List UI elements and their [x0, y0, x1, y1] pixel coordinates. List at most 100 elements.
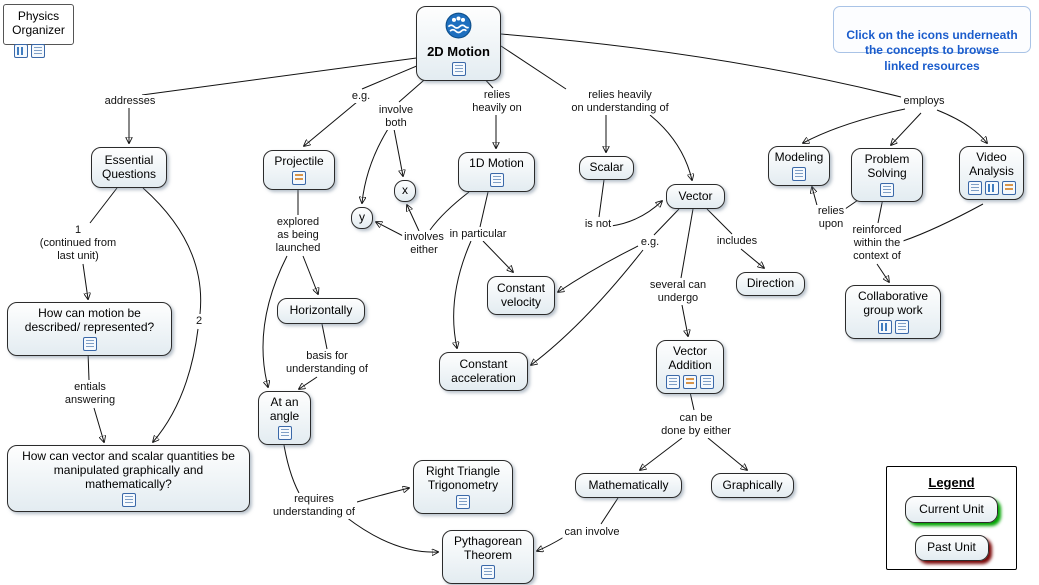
legend-current-unit: Current Unit [905, 496, 998, 523]
edge-2dmotion-reliesunderstanding-scalar-vector [500, 45, 692, 180]
node-horizontally[interactable]: Horizontally [277, 298, 365, 324]
node-label: How can motion be described/ represented… [24, 306, 155, 334]
instruction-banner: Click on the icons underneath the concep… [833, 6, 1031, 73]
link-label-eg-1: e.g. [349, 90, 373, 103]
doc-resource-icon[interactable] [82, 336, 97, 351]
node-at-an-angle[interactable]: At an angle [258, 391, 311, 445]
edge-1dmotion-inparticular-constants [454, 191, 513, 348]
node-modeling[interactable]: Modeling [768, 146, 830, 186]
media-resource-icon[interactable] [683, 374, 697, 389]
resource-icons [456, 494, 470, 509]
node-label: Problem Solving [864, 152, 910, 180]
node-label: Right Triangle Trigonometry [425, 464, 501, 492]
link-label-relies-understanding: relies heavily on understanding of [569, 89, 671, 115]
chart-resource-icon[interactable] [984, 180, 999, 195]
node-label: Constant acceleration [451, 356, 516, 385]
doc-resource-icon[interactable] [456, 494, 470, 509]
link-label-explored-as-being-launched: explored as being launched [273, 216, 323, 255]
node-label: Mathematically [588, 477, 669, 492]
doc-resource-icon[interactable] [31, 44, 45, 58]
edge-vectoraddition-canbedone-math-graph [640, 391, 747, 470]
link-label-relies-heavily-on: relies heavily on [470, 89, 524, 115]
node-label: y [359, 210, 365, 225]
link-label-can-be-done-by-either: can be done by either [659, 412, 733, 438]
chart-resource-icon[interactable] [877, 319, 892, 334]
doc-resource-icon[interactable] [121, 493, 136, 508]
node-video-analysis[interactable]: Video Analysis [959, 146, 1024, 200]
doc-resource-icon[interactable] [451, 61, 466, 76]
node-label: Direction [746, 276, 795, 291]
doc-resource-icon[interactable] [666, 374, 680, 389]
node-how-can-motion-be-described[interactable]: How can motion be described/ represented… [7, 302, 172, 356]
edge-vector-eg-constants [531, 208, 680, 365]
node-vector[interactable]: Vector [666, 184, 725, 209]
resource-icons [880, 182, 894, 197]
node-right-triangle-trigonometry[interactable]: Right Triangle Trigonometry [413, 460, 513, 514]
edge-mathematically-caninvolve-pythagorean [537, 497, 619, 551]
link-label-is-not: is not [582, 218, 614, 231]
link-label-requires-understanding: requires understanding of [271, 493, 357, 519]
node-essential-questions[interactable]: Essential Questions [91, 147, 167, 188]
node-2d-motion[interactable]: 2D Motion [416, 6, 501, 81]
node-1d-motion[interactable]: 1D Motion [458, 152, 535, 192]
chart-resource-icon[interactable] [14, 44, 28, 58]
node-constant-acceleration[interactable]: Constant acceleration [439, 352, 528, 391]
doc-resource-icon[interactable] [792, 166, 806, 181]
link-label-entials-answering: entials answering [62, 381, 118, 407]
node-collaborative-group-work[interactable]: Collaborative group work [845, 285, 941, 339]
node-label: Scalar [589, 160, 624, 175]
edge-2dmotion-eg-projectile [304, 59, 432, 146]
doc-resource-icon[interactable] [880, 182, 894, 197]
doc-resource-icon[interactable] [700, 374, 714, 389]
node-projectile[interactable]: Projectile [263, 150, 335, 190]
node-label: Constant velocity [496, 280, 546, 309]
node-label: Vector Addition [668, 344, 712, 372]
resource-icons [792, 166, 806, 181]
link-label-addresses: addresses [102, 95, 158, 108]
physics-organizer-box[interactable]: Physics Organizer [3, 4, 74, 45]
node-label: Modeling [774, 150, 824, 164]
instruction-text: Click on the icons underneath the concep… [846, 27, 1018, 73]
resource-icons [292, 170, 306, 185]
node-label: x [402, 183, 408, 198]
node-y[interactable]: y [351, 207, 373, 229]
physics-organizer-label: Physics Organizer [12, 9, 65, 38]
media-resource-icon[interactable] [292, 170, 306, 185]
media-resource-icon[interactable] [1001, 180, 1016, 195]
doc-resource-icon[interactable] [894, 319, 909, 334]
link-label-employs: employs [901, 95, 947, 108]
node-label: Horizontally [289, 303, 353, 318]
node-constant-velocity[interactable]: Constant velocity [487, 276, 555, 315]
link-label-eg-2: e.g. [638, 236, 662, 249]
node-vector-addition[interactable]: Vector Addition [656, 340, 724, 394]
link-label-involve-both: involve both [376, 104, 416, 130]
node-label: At an angle [269, 395, 300, 423]
node-scalar[interactable]: Scalar [579, 156, 634, 180]
doc-resource-icon[interactable] [967, 180, 982, 195]
node-mathematically[interactable]: Mathematically [575, 473, 682, 498]
node-label: Collaborative group work [857, 289, 929, 317]
doc-resource-icon[interactable] [481, 564, 495, 579]
link-label-can-involve: can involve [562, 526, 622, 539]
doc-resource-icon[interactable] [489, 172, 504, 187]
doc-resource-icon[interactable] [277, 425, 292, 440]
link-label-2: 2 [193, 315, 205, 328]
node-graphically[interactable]: Graphically [711, 473, 794, 498]
resource-icons [666, 374, 714, 389]
node-problem-solving[interactable]: Problem Solving [851, 148, 923, 202]
node-direction[interactable]: Direction [736, 272, 805, 296]
node-label: 1D Motion [469, 156, 524, 170]
node-pythagorean-theorem[interactable]: Pythagorean Theorem [442, 530, 534, 584]
edge-qmotion-entials-qvectorscalar [87, 351, 104, 442]
physics-organizer-icons [14, 44, 45, 58]
node-how-can-vector-scalar[interactable]: How can vector and scalar quantities be … [7, 445, 250, 513]
waves-icon [445, 12, 472, 43]
edge-projectile-explored-horizontally-angle [262, 186, 318, 387]
resource-icons [967, 180, 1016, 195]
edge-vector-severalcanundergo-vectoraddition [680, 208, 694, 336]
resource-icons [277, 425, 292, 440]
node-x[interactable]: x [394, 180, 416, 202]
node-label: 2D Motion [427, 43, 490, 59]
